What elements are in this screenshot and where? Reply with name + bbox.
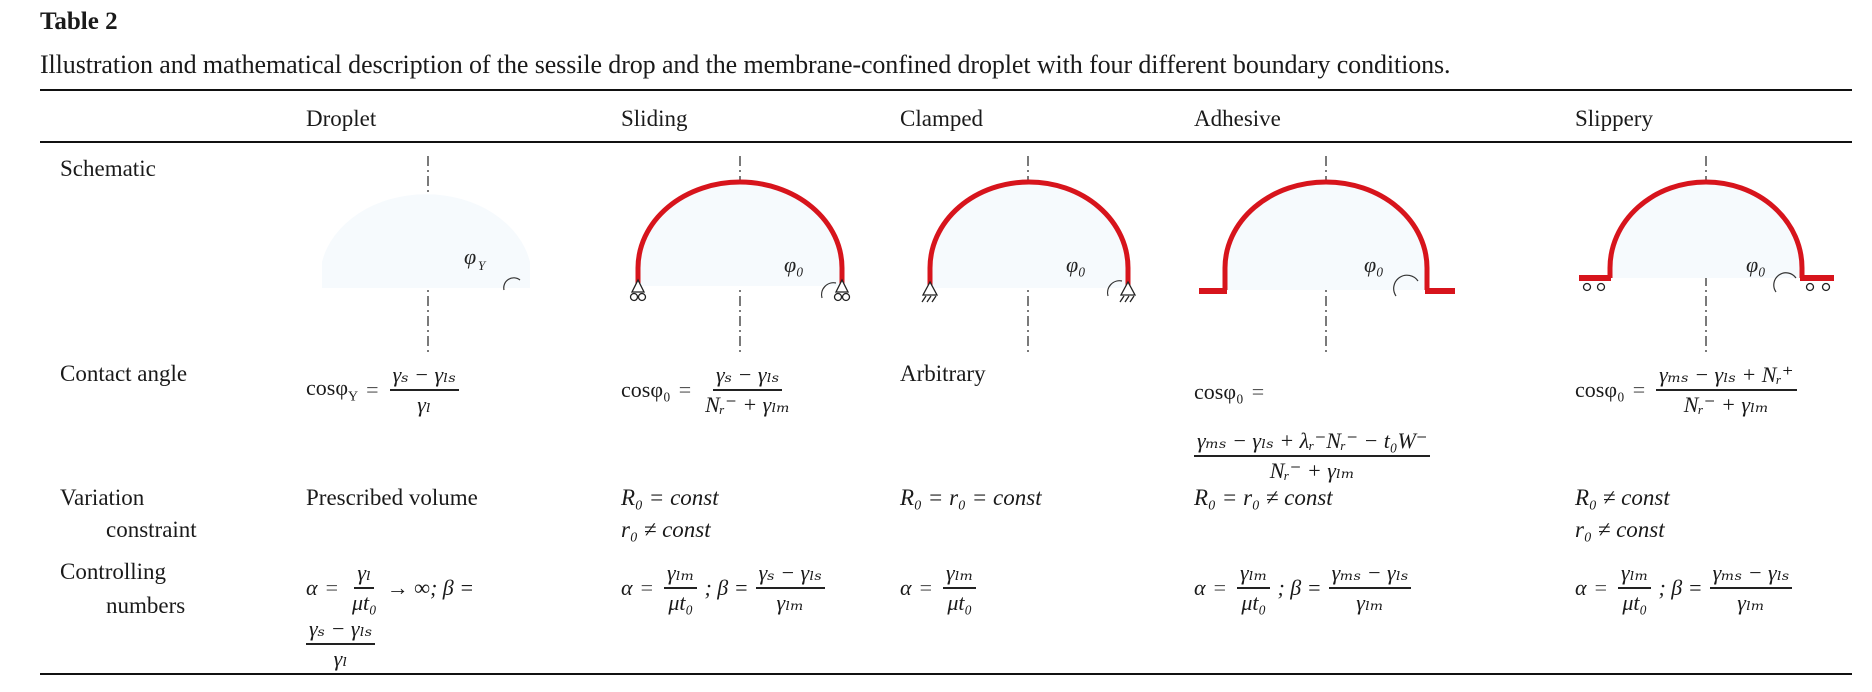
col-header-clamped: Clamped (900, 106, 984, 131)
bottom-rule (40, 673, 1852, 675)
angle-arc-icon (503, 277, 521, 291)
row-label-contact-angle: Contact angle (60, 361, 188, 386)
clamped-schematic: φ₀ (921, 179, 1137, 303)
droplet-angle-label: φ (464, 244, 476, 269)
adhesive-angle-label: φ₀ (1364, 252, 1384, 277)
variation-sliding-1: R₀ = const (621, 485, 719, 510)
clamped-angle-label: φ₀ (1066, 252, 1086, 277)
row-label-constraint: constraint (106, 517, 197, 542)
droplet-schematic: φ Y (322, 194, 530, 291)
row-label-variation: Variation (60, 485, 145, 510)
adhesive-schematic: φ₀ (1199, 179, 1455, 297)
table-caption: Illustration and mathematical descriptio… (40, 50, 1451, 79)
symmetry-axes (427, 156, 1707, 354)
col-header-adhesive: Adhesive (1194, 106, 1281, 131)
variation-clamped: R₀ = r₀ = const (900, 485, 1042, 510)
slippery-schematic: φ₀ (1579, 179, 1834, 293)
contact-angle-slippery: cosφ₀ = γₘₛ − γₗₛ + Nᵣ⁺Nᵣ⁻ + γₗₘ (1575, 362, 1800, 418)
contact-angle-clamped: Arbitrary (900, 361, 986, 386)
pinned-support-icon (921, 280, 1137, 303)
angle-arc-icon (1773, 272, 1797, 293)
roller-icon (1582, 282, 1831, 292)
top-rule (40, 89, 1852, 91)
slippery-angle-label: φ₀ (1746, 252, 1766, 277)
variation-sliding-2: r₀ ≠ const (621, 517, 711, 542)
angle-arc-icon (820, 282, 837, 299)
angle-arc-icon (1106, 280, 1123, 297)
sliding-angle-label: φ₀ (784, 252, 804, 277)
col-header-slippery: Slippery (1575, 106, 1653, 131)
variation-adhesive: R₀ = r₀ ≠ const (1194, 485, 1333, 510)
contact-angle-adhesive-fraction: γₘₛ − γₗₛ + λᵣ⁻Nᵣ⁻ − t₀W⁻Nᵣ⁻ + γₗₘ (1194, 428, 1431, 484)
contact-angle-adhesive-lhs: cosφ₀ = (1194, 379, 1265, 404)
col-header-sliding: Sliding (621, 106, 688, 131)
variation-slippery-1: R₀ ≠ const (1575, 485, 1670, 510)
slippery-flange-right (1800, 275, 1834, 281)
header-rule (40, 141, 1852, 143)
roller-support-icon (629, 278, 851, 302)
adhesive-flange-right (1425, 288, 1455, 294)
col-header-droplet: Droplet (306, 106, 377, 131)
table-title: Table 2 (40, 8, 118, 35)
row-label-numbers: numbers (106, 593, 186, 618)
angle-arc-icon (1393, 274, 1419, 297)
row-label-schematic: Schematic (60, 156, 156, 181)
variation-droplet: Prescribed volume (306, 485, 478, 510)
variation-slippery-2: r₀ ≠ const (1575, 517, 1665, 542)
slippery-flange-left (1579, 275, 1611, 281)
droplet-angle-sub: Y (478, 258, 487, 273)
sliding-schematic: φ₀ (629, 179, 851, 302)
row-label-controlling: Controlling (60, 559, 167, 584)
adhesive-flange-left (1199, 288, 1227, 294)
